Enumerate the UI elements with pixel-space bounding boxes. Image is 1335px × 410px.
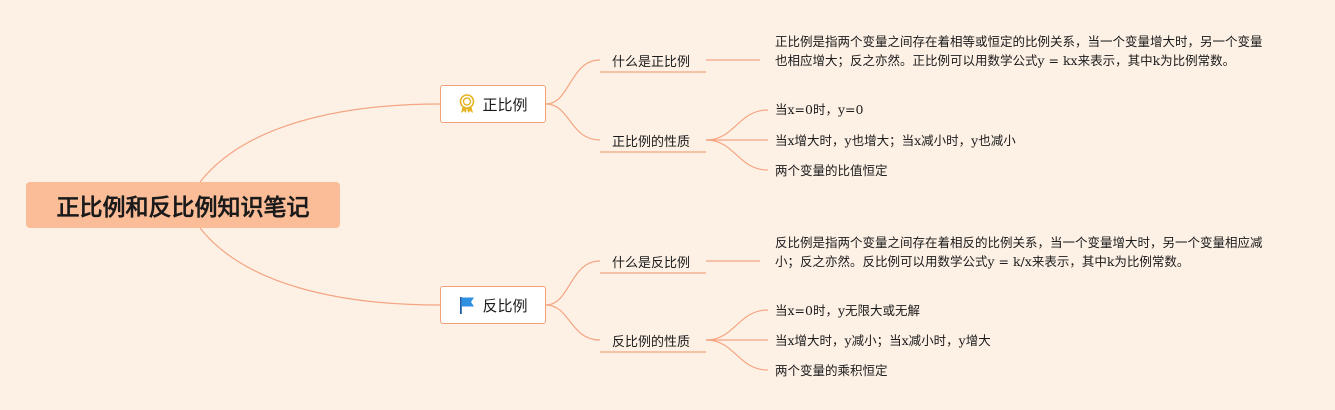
root-topic[interactable]: 正比例和反比例知识笔记 [26, 182, 340, 228]
subtopic-fanbili-definition[interactable]: 什么是反比例 [612, 256, 691, 271]
connector-root-fanbili [199, 227, 441, 306]
connector-fanbili-prop1 [705, 309, 769, 341]
leaf-fanbili-definition[interactable]: 反比例是指两个变量之间存在着相反的比例关系，当一个变量增大时，另一个变量相应减小… [775, 235, 1263, 269]
award-ribbon-icon [458, 94, 476, 114]
branch-fanbili[interactable]: 反比例 [440, 286, 546, 324]
root-topic-label: 正比例和反比例知识笔记 [56, 195, 310, 221]
connector-fanbili-sub1 [545, 260, 601, 306]
leaf-fanbili-property-2[interactable]: 当x增大时，y减小；当x减小时，y增大 [775, 333, 991, 348]
connector-fanbili-prop3 [705, 339, 769, 371]
subtopic-zhengbili-properties[interactable]: 正比例的性质 [612, 135, 691, 150]
branch-label: 正比例 [482, 95, 528, 114]
leaf-zhengbili-property-1[interactable]: 当x=0时，y=0 [775, 102, 864, 117]
branch-zhengbili[interactable]: 正比例 [440, 85, 546, 123]
connector-fanbili-sub2 [545, 304, 601, 341]
connector-zhengbili-sub2 [545, 103, 601, 141]
subtopic-zhengbili-definition[interactable]: 什么是正比例 [612, 55, 691, 70]
blue-flag-icon [458, 295, 476, 315]
connector-zhengbili-sub1 [545, 59, 601, 105]
leaf-fanbili-property-1[interactable]: 当x=0时，y无限大或无解 [775, 303, 921, 318]
branch-label: 反比例 [482, 296, 528, 315]
leaf-fanbili-property-3[interactable]: 两个变量的乘积恒定 [775, 363, 888, 378]
connector-zhengbili-prop1 [705, 109, 769, 141]
leaf-zhengbili-definition[interactable]: 正比例是指两个变量之间存在着相等或恒定的比例关系，当一个变量增大时，另一个变量也… [775, 34, 1263, 68]
subtopic-fanbili-properties[interactable]: 反比例的性质 [612, 335, 691, 350]
connector-zhengbili-prop3 [705, 139, 769, 171]
connector-root-zhengbili [199, 103, 441, 183]
leaf-zhengbili-property-2[interactable]: 当x增大时，y也增大；当x减小时，y也减小 [775, 133, 1016, 148]
leaf-zhengbili-property-3[interactable]: 两个变量的比值恒定 [775, 163, 888, 178]
